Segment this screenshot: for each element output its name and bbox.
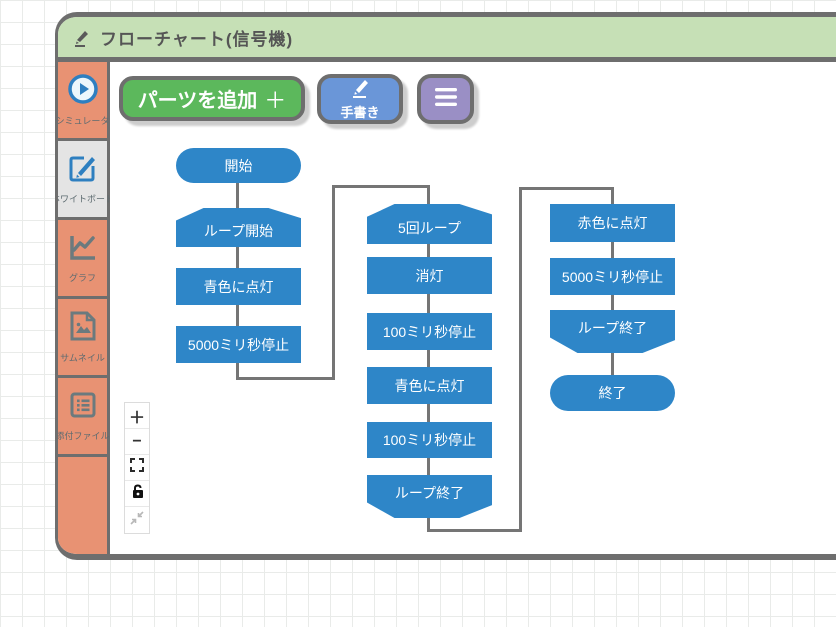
connector xyxy=(332,185,430,188)
play-circle-icon xyxy=(67,73,99,110)
node-end[interactable]: 終了 xyxy=(550,375,675,411)
zoom-control-panel: ＋ − xyxy=(124,402,150,534)
node-light-blue[interactable]: 青色に点灯 xyxy=(176,268,301,305)
line-chart-icon xyxy=(68,232,98,267)
node-light-red[interactable]: 赤色に点灯 xyxy=(550,204,675,242)
connector xyxy=(427,185,430,207)
collapse-button[interactable] xyxy=(125,507,149,533)
node-loop-end-outer[interactable]: ループ終了 xyxy=(550,310,675,353)
node-label: 青色に点灯 xyxy=(394,377,465,394)
connector xyxy=(236,362,239,380)
lock-icon xyxy=(131,484,144,503)
plus-icon: ＋ xyxy=(264,87,287,113)
node-label: 赤色に点灯 xyxy=(577,215,648,231)
node-start[interactable]: 開始 xyxy=(176,148,301,183)
thumbnail-image-icon xyxy=(69,310,97,347)
add-parts-label: パーツを追加 xyxy=(137,90,258,112)
collapse-arrows-icon xyxy=(130,510,144,530)
node-label: ループ開始 xyxy=(203,223,274,239)
connector xyxy=(611,349,614,376)
connector xyxy=(611,294,614,311)
zoom-in-button[interactable]: ＋ xyxy=(125,403,149,429)
whiteboard-canvas[interactable]: パーツを追加 ＋ 手書き xyxy=(110,62,836,554)
node-wait-100ms[interactable]: 100ミリ秒停止 xyxy=(367,422,492,458)
hamburger-menu-icon xyxy=(433,86,459,113)
sidebar-item-attachments[interactable]: 添付ファイル xyxy=(55,378,110,457)
node-loop-begin-outer[interactable]: ループ開始 xyxy=(176,208,301,247)
pencil-icon xyxy=(348,78,372,101)
connector xyxy=(236,377,335,380)
plus-icon: ＋ xyxy=(128,409,145,427)
node-label: 青色に点灯 xyxy=(203,278,274,295)
node-light-blue[interactable]: 青色に点灯 xyxy=(367,367,492,404)
connector xyxy=(427,515,430,532)
add-parts-button[interactable]: パーツを追加 ＋ xyxy=(119,76,305,121)
sidebar-item-label: 添付ファイル xyxy=(55,431,110,441)
sidebar: シミュレータ ホワイトボード グラフ xyxy=(55,62,114,554)
node-label: 100ミリ秒停止 xyxy=(382,432,477,448)
node-label: 5000ミリ秒停止 xyxy=(187,336,290,353)
sidebar-item-simulator[interactable]: シミュレータ xyxy=(55,62,110,141)
sidebar-item-thumbnail[interactable]: サムネイル xyxy=(58,299,107,378)
node-wait-100ms[interactable]: 100ミリ秒停止 xyxy=(367,313,492,350)
connector xyxy=(332,185,335,380)
node-wait-5000ms[interactable]: 5000ミリ秒停止 xyxy=(550,258,675,295)
minus-icon: − xyxy=(132,432,142,450)
lock-button[interactable] xyxy=(125,481,149,507)
attachment-list-icon xyxy=(68,390,98,425)
connector xyxy=(427,293,430,314)
sidebar-item-graph[interactable]: グラフ xyxy=(58,220,107,299)
node-label: 開始 xyxy=(224,157,253,174)
node-label: 5000ミリ秒停止 xyxy=(561,268,664,285)
menu-button[interactable] xyxy=(417,74,474,124)
title-bar: フローチャート(信号機) xyxy=(58,17,836,62)
connector xyxy=(427,349,430,368)
app-window: フローチャート(信号機) シミュレータ xyxy=(55,12,836,560)
fullscreen-icon xyxy=(130,458,144,477)
connector xyxy=(611,241,614,259)
connector xyxy=(519,187,522,532)
handwriting-label: 手書き xyxy=(340,104,380,120)
zoom-out-button[interactable]: − xyxy=(125,429,149,455)
sidebar-item-label: シミュレータ xyxy=(55,116,110,126)
connector xyxy=(519,187,614,190)
connector xyxy=(427,457,430,476)
connector xyxy=(236,183,239,209)
connector xyxy=(427,403,430,423)
sidebar-item-whiteboard[interactable]: ホワイトボード xyxy=(58,141,114,220)
pencil-edit-icon[interactable] xyxy=(70,26,92,48)
connector xyxy=(236,304,239,327)
connector xyxy=(427,243,430,258)
handwriting-button[interactable]: 手書き xyxy=(317,74,403,124)
connector xyxy=(427,529,522,532)
node-label: ループ終了 xyxy=(577,320,648,336)
node-label: ループ終了 xyxy=(394,485,465,501)
whiteboard-edit-icon xyxy=(68,153,98,188)
connector xyxy=(236,246,239,269)
node-label: 消灯 xyxy=(415,267,444,284)
node-label: 100ミリ秒停止 xyxy=(382,323,477,340)
node-loop-begin-5times[interactable]: 5回ループ xyxy=(367,204,492,244)
node-loop-end-inner[interactable]: ループ終了 xyxy=(367,475,492,518)
sidebar-item-label: グラフ xyxy=(68,273,96,283)
node-light-off[interactable]: 消灯 xyxy=(367,257,492,294)
sidebar-item-label: ホワイトボード xyxy=(55,194,115,204)
connector xyxy=(611,187,614,207)
page-title: フローチャート(信号機) xyxy=(100,29,294,49)
node-label: 終了 xyxy=(598,385,627,401)
fit-screen-button[interactable] xyxy=(125,455,149,481)
node-wait-5000ms[interactable]: 5000ミリ秒停止 xyxy=(176,326,301,363)
sidebar-item-label: サムネイル xyxy=(60,353,105,363)
node-label: 5回ループ xyxy=(398,219,461,236)
